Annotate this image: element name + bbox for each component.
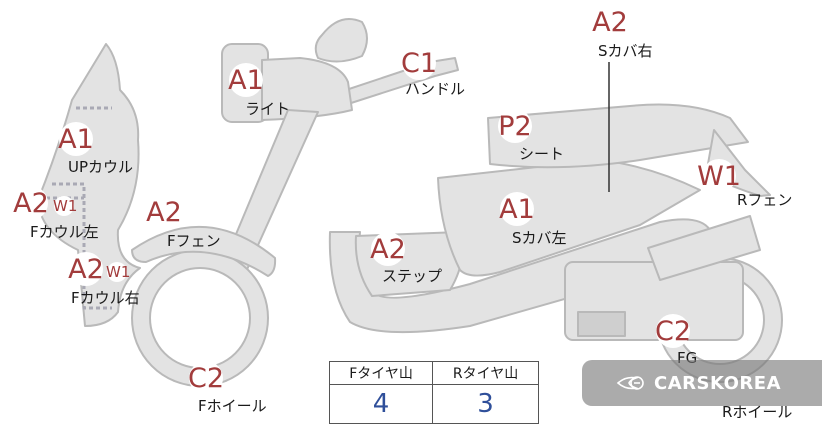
- table-header-row: Fタイヤ山 Rタイヤ山: [328, 361, 539, 385]
- label-step: ステップ: [382, 267, 443, 285]
- header-rear-tire: Rタイヤ山: [432, 361, 539, 385]
- carskorea-watermark: CARSKOREA: [582, 360, 822, 406]
- code-front-cowl-right: A2: [68, 254, 104, 285]
- label-front-cowl-right: Fカウル右: [71, 289, 140, 307]
- value-front-tire: 4: [328, 384, 434, 424]
- label-light: ライト: [245, 100, 291, 118]
- mirror-shape: [314, 18, 368, 63]
- code-side-cover-right: A2: [592, 7, 628, 38]
- code-light: A1: [228, 65, 264, 96]
- label-rear-wheel: Rホイール: [722, 403, 793, 421]
- muffler-shape: [647, 215, 761, 281]
- code-front-cowl-left-secondary: W1: [53, 197, 78, 215]
- watermark-text: CARSKOREA: [654, 372, 781, 394]
- seat-shape: [487, 103, 749, 169]
- code-front-fender: A2: [146, 197, 182, 228]
- code-front-cowl-left: A2: [13, 188, 49, 219]
- label-front-cowl-left: Fカウル左: [30, 223, 99, 241]
- tire-tread-table: Fタイヤ山 Rタイヤ山 4 3: [328, 361, 539, 424]
- code-fg: C2: [654, 316, 692, 347]
- label-rear-fender: Rフェン: [737, 191, 793, 209]
- code-handle: C1: [400, 48, 438, 79]
- code-up-cowl: A1: [58, 124, 94, 155]
- value-rear-tire: 3: [432, 384, 539, 424]
- front-fender-shape: [131, 225, 277, 277]
- label-up-cowl: UPカウル: [68, 158, 134, 176]
- code-rear-fender: W1: [697, 161, 741, 192]
- front-wheel-hub: [149, 267, 251, 369]
- code-front-cowl-right-secondary: W1: [106, 263, 131, 281]
- code-side-cover-left: A1: [499, 194, 535, 225]
- header-front-tire: Fタイヤ山: [328, 361, 434, 385]
- code-step: A2: [370, 234, 406, 265]
- code-seat: P2: [498, 111, 532, 142]
- swing-arm-shape: [577, 311, 626, 337]
- label-handle: ハンドル: [405, 80, 466, 98]
- label-front-wheel: Fホイール: [198, 397, 267, 415]
- flame-logo-icon: [616, 372, 646, 394]
- code-front-wheel: C2: [187, 363, 225, 394]
- label-side-cover-left: Sカバ左: [512, 229, 567, 247]
- label-front-fender: Fフェン: [167, 232, 221, 250]
- side-cover-left-shape: [437, 159, 701, 277]
- label-side-cover-right: Sカバ右: [598, 42, 653, 60]
- table-value-row: 4 3: [328, 384, 539, 424]
- label-seat: シート: [519, 145, 565, 163]
